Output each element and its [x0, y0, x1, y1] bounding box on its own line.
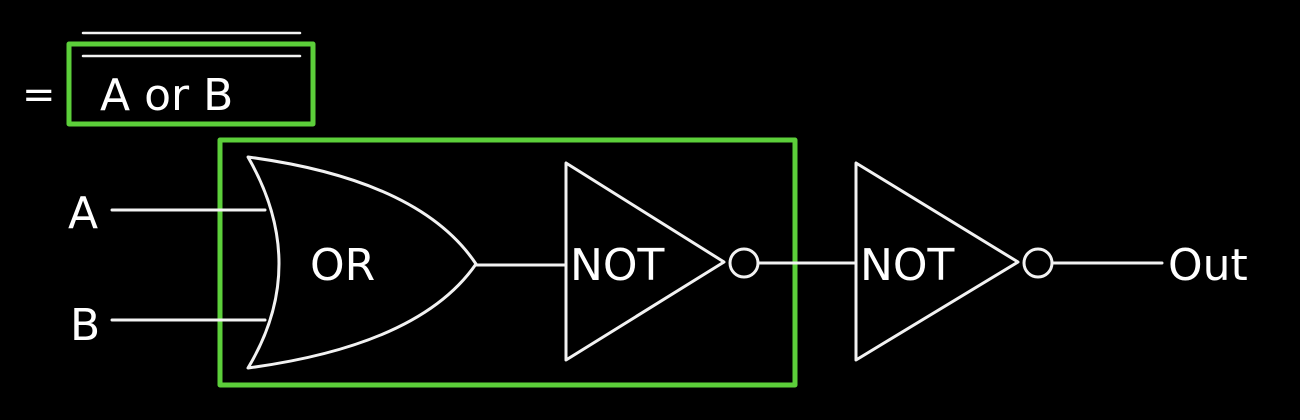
not-gate-1-bubble	[728, 247, 760, 279]
or-not-group-highlight	[217, 137, 798, 388]
or-gate-label: OR	[310, 240, 375, 291]
equals-sign: =	[22, 72, 56, 118]
or-gate	[246, 155, 478, 370]
expression-highlight-box	[66, 41, 316, 127]
not-gate-1-label: NOT	[570, 240, 665, 291]
not-gate-2-label: NOT	[860, 240, 955, 291]
not-gate-2	[854, 161, 1020, 362]
not-gate-1	[564, 161, 726, 362]
input-b-label: B	[70, 300, 100, 351]
output-label: Out	[1168, 240, 1248, 291]
input-a-label: A	[68, 188, 98, 239]
expression-text: A or B	[100, 70, 233, 121]
not-gate-2-bubble	[1022, 247, 1054, 279]
